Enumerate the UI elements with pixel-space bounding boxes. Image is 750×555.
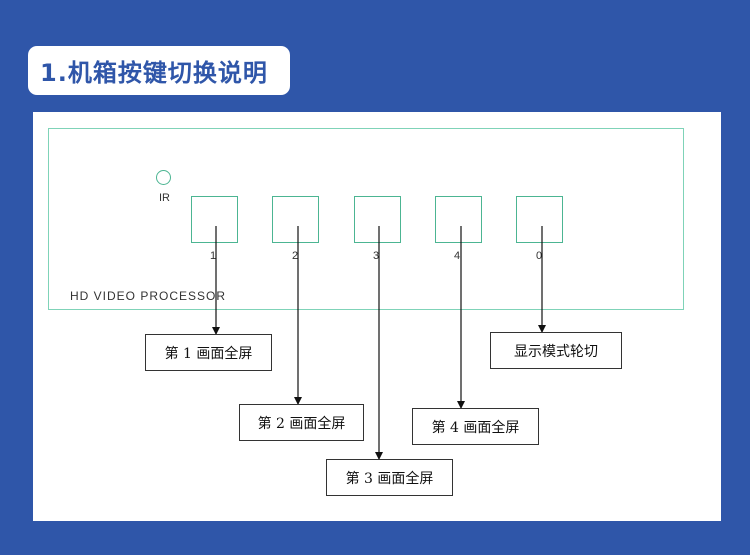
label-key-2: 第 2 画面全屏 xyxy=(239,404,364,441)
label-key-4: 第 4 画面全屏 xyxy=(412,408,539,445)
device-front-panel: IR 1 2 3 4 0 HD VIDEO PROCESSOR xyxy=(48,128,684,310)
key-2-number: 2 xyxy=(292,250,299,262)
label-key-1: 第 1 画面全屏 xyxy=(145,334,272,371)
key-3-number: 3 xyxy=(373,250,380,262)
callout-arrows xyxy=(212,226,546,460)
label-key-3: 第 3 画面全屏 xyxy=(326,459,453,496)
page-title: 1.机箱按键切换说明 xyxy=(40,59,268,87)
ir-label: IR xyxy=(159,192,170,204)
key-0-number: 0 xyxy=(536,250,543,262)
title-badge: 1.机箱按键切换说明 xyxy=(28,46,290,95)
key-3 xyxy=(354,196,401,243)
device-name: HD VIDEO PROCESSOR xyxy=(70,289,227,303)
key-1-number: 1 xyxy=(210,250,217,262)
key-2 xyxy=(272,196,319,243)
key-4-number: 4 xyxy=(454,250,461,262)
label-key-0: 显示模式轮切 xyxy=(490,332,622,369)
key-4 xyxy=(435,196,482,243)
key-0 xyxy=(516,196,563,243)
ir-receiver-icon xyxy=(156,170,171,185)
diagram-panel: IR 1 2 3 4 0 HD VIDEO PROCESSOR 第 1 画面全屏… xyxy=(33,112,721,521)
key-1 xyxy=(191,196,238,243)
